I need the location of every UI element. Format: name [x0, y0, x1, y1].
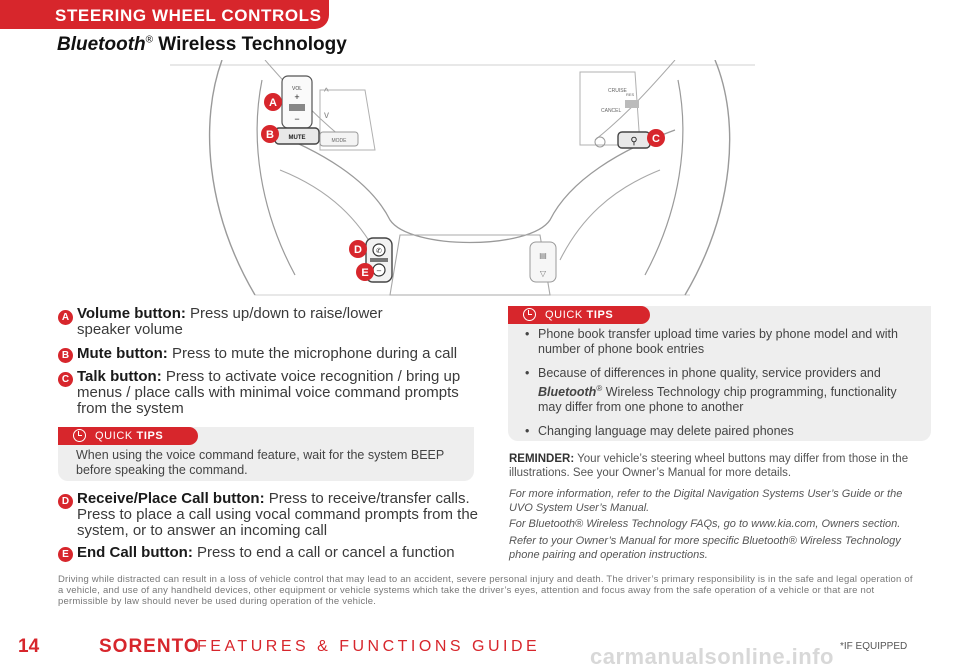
svg-text:▤: ▤	[539, 251, 547, 260]
quick-tip-label-text: QUICK TIPS	[545, 309, 614, 321]
note-faqs: For Bluetooth® Wireless Technology FAQs,…	[509, 518, 901, 530]
quick-tip-right-label: QUICK TIPS	[508, 306, 650, 324]
svg-text:▽: ▽	[540, 269, 547, 278]
callout-c: C	[647, 129, 665, 147]
marker-c: C	[58, 372, 73, 387]
item-text: Press to end a call or cancel a function	[196, 544, 455, 561]
marker-b: B	[58, 348, 73, 363]
quick-tip-right-list: Phone book transfer upload time varies b…	[522, 327, 922, 448]
marker-a: A	[58, 310, 73, 325]
item-talk-button: Talk button: Press to activate voice rec…	[77, 369, 482, 417]
reminder-label: REMINDER:	[509, 453, 575, 465]
section-header-label: STEERING WHEEL CONTROLS	[55, 6, 322, 25]
quick-tip-left-label: QUICK TIPS	[58, 427, 198, 445]
marker-d: D	[58, 494, 73, 509]
page-number: 14	[18, 636, 40, 657]
title-registered-mark: ®	[145, 34, 154, 46]
clock-icon	[523, 308, 536, 321]
if-equipped-note: *IF EQUIPPED	[840, 641, 908, 652]
footer-guide-title: FEATURES & FUNCTIONS GUIDE	[197, 638, 541, 655]
svg-text:−: −	[294, 114, 299, 124]
svg-text:✆: ✆	[376, 247, 382, 255]
section-header-tab: STEERING WHEEL CONTROLS	[0, 0, 329, 29]
note-owners-manual: Refer to your Owner’s Manual for more sp…	[509, 535, 901, 561]
wheel-hub	[264, 129, 676, 244]
svg-text:MODE: MODE	[332, 138, 348, 144]
reminder: REMINDER: Your vehicle’s steering wheel …	[509, 452, 929, 480]
reminder-text: Your vehicle’s steering wheel buttons ma…	[509, 453, 909, 479]
item-mute-button: Mute button: Press to mute the microphon…	[77, 346, 487, 362]
item-label: Receive/Place Call button:	[77, 490, 265, 507]
watermark: carmanualsonline.info	[590, 644, 834, 669]
svg-text:v: v	[324, 110, 329, 121]
footer-brand: SORENTO	[99, 636, 200, 657]
note-more-info: For more information, refer to the Digit…	[509, 488, 903, 514]
svg-text:B: B	[266, 129, 274, 141]
svg-text:RES: RES	[626, 92, 635, 97]
item-receive-place-call-button: Receive/Place Call button: Press to rece…	[77, 491, 487, 539]
item-volume-button: Volume button: Press up/down to raise/lo…	[77, 306, 437, 338]
item-text: Press to activate voice recognition / br…	[77, 368, 461, 417]
callout-a: A	[264, 93, 282, 111]
svg-text:A: A	[269, 97, 277, 109]
steering-wheel-illustration: VOL + − MUTE MODE ^ v CRUISE CANCEL RES …	[170, 60, 755, 296]
tip-bullet: Because of differences in phone quality,…	[522, 366, 922, 415]
svg-text:+: +	[294, 92, 299, 102]
page-title: Bluetooth® Wireless Technology	[57, 34, 347, 56]
quick-tip-label-text: QUICK TIPS	[95, 430, 164, 442]
wheel-rim-left	[208, 60, 256, 296]
svg-text:CRUISE: CRUISE	[608, 88, 628, 94]
item-label: End Call button:	[77, 544, 193, 561]
callout-e: E	[356, 263, 374, 281]
vol-label: VOL	[292, 86, 302, 92]
tip-bullet: Changing language may delete paired phon…	[522, 424, 922, 439]
svg-text:CANCEL: CANCEL	[601, 108, 622, 114]
svg-text:E: E	[361, 267, 368, 279]
item-end-call-button: End Call button: Press to end a call or …	[77, 545, 487, 561]
clock-icon	[73, 429, 86, 442]
title-italic: Bluetooth	[57, 34, 146, 55]
item-text: Press to mute the microphone during a ca…	[171, 345, 458, 362]
safety-disclaimer: Driving while distracted can result in a…	[58, 574, 913, 607]
svg-text:D: D	[354, 244, 362, 256]
quick-tip-left-text: When using the voice command feature, wa…	[76, 448, 444, 477]
svg-text:C: C	[652, 133, 660, 145]
callout-d: D	[349, 240, 367, 258]
svg-text:^: ^	[324, 87, 329, 98]
callout-b: B	[261, 125, 279, 143]
mute-label: MUTE	[289, 135, 306, 141]
item-text: Press up/down to raise/lower speaker vol…	[77, 305, 383, 338]
receive-call-icon	[372, 243, 386, 257]
svg-text:⚲: ⚲	[630, 136, 637, 147]
svg-text:−: −	[376, 267, 382, 275]
marker-e: E	[58, 547, 73, 562]
tip-bullet: Phone book transfer upload time varies b…	[522, 327, 922, 357]
item-label: Volume button:	[77, 305, 186, 322]
title-rest: Wireless Technology	[153, 34, 347, 55]
item-text: Press to receive/transfer calls. Press t…	[77, 490, 479, 539]
item-label: Talk button:	[77, 368, 162, 385]
wheel-rim-right	[684, 60, 731, 296]
item-label: Mute button:	[77, 345, 168, 362]
